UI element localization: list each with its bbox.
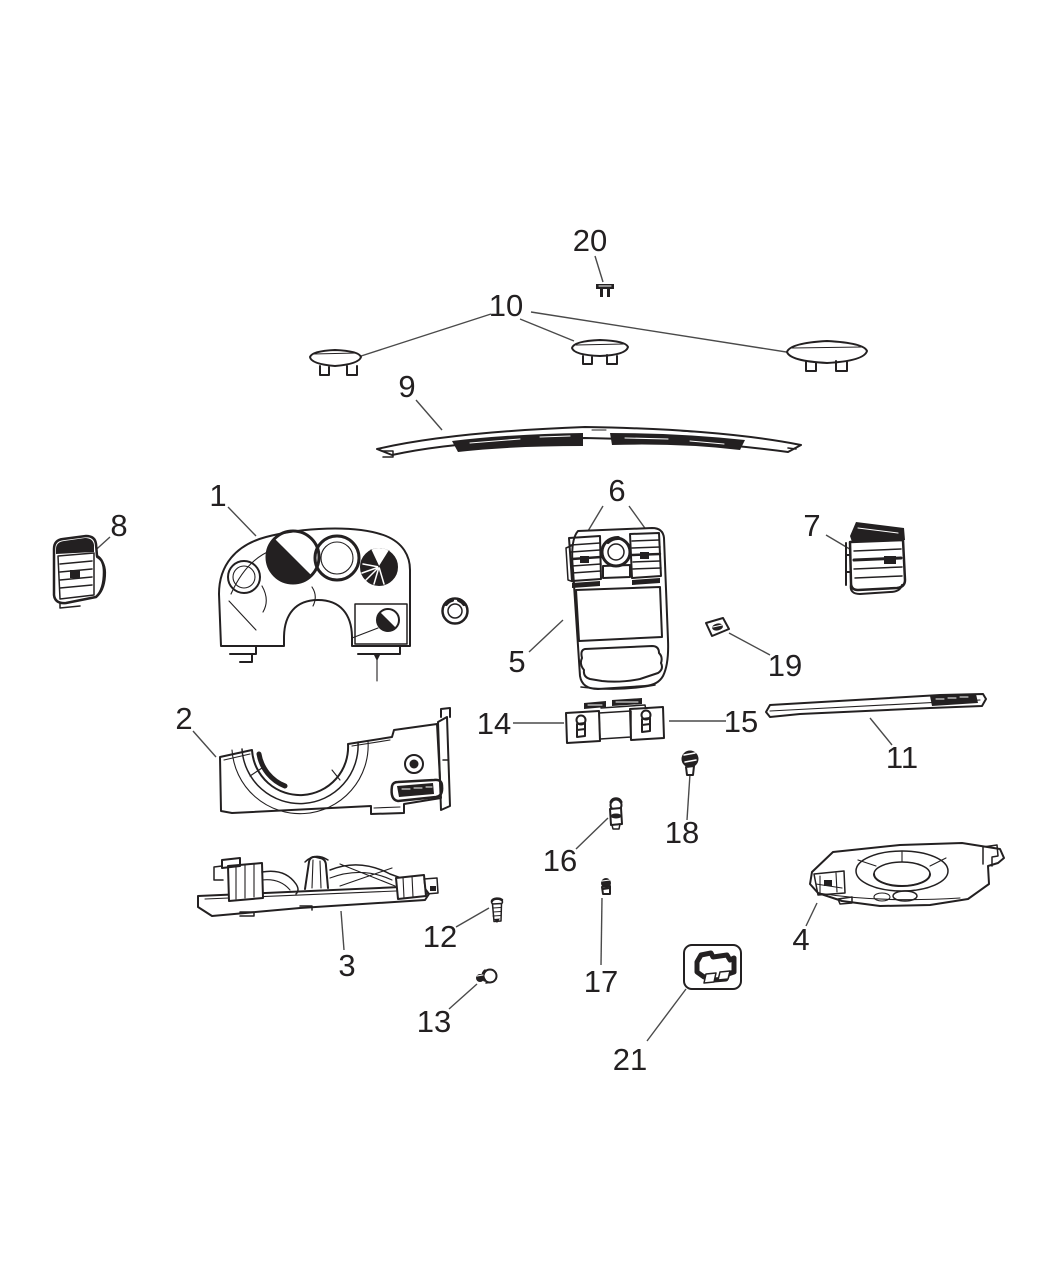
part-7-right-vent-drawing — [845, 522, 907, 595]
part-4-lower-right-trim-drawing — [809, 842, 1005, 907]
leader-19 — [728, 632, 771, 656]
part-19-clip-drawing — [705, 617, 730, 637]
callouts: 1 2 3 4 5 6 7 8 9 10 11 12 13 14 15 16 1… — [110, 223, 918, 1077]
leader-2 — [192, 730, 217, 758]
leader-10c — [530, 311, 800, 355]
leader-1 — [227, 506, 257, 537]
callout-21[interactable]: 21 — [613, 1042, 647, 1077]
leader-6b — [628, 505, 648, 532]
part-20-clip-drawing — [596, 284, 614, 297]
part-13-grommet-drawing — [476, 968, 498, 984]
leader-5 — [528, 619, 564, 653]
callout-14[interactable]: 14 — [477, 706, 511, 741]
leader-13 — [448, 983, 478, 1010]
leader-9 — [415, 399, 443, 431]
part-8-left-vent-drawing — [52, 534, 107, 609]
leader-4 — [805, 902, 818, 927]
leader-3 — [340, 910, 345, 951]
callout-15[interactable]: 15 — [724, 704, 758, 739]
leader-lines — [88, 255, 893, 1042]
callout-8[interactable]: 8 — [110, 508, 127, 543]
leader-10a — [357, 313, 492, 358]
part-6-vents-drawing — [568, 532, 662, 582]
part-9-defroster-grille-drawing — [376, 426, 802, 458]
callout-19[interactable]: 19 — [768, 648, 802, 683]
part-14-15-bracket-drawing — [565, 698, 665, 744]
callout-4[interactable]: 4 — [792, 922, 809, 957]
part-21-bezel-drawing — [683, 944, 742, 990]
callout-2[interactable]: 2 — [175, 701, 192, 736]
callout-6[interactable]: 6 — [608, 473, 625, 508]
part-16-pin-drawing — [609, 797, 623, 830]
callout-7[interactable]: 7 — [803, 508, 820, 543]
leader-21 — [646, 988, 687, 1042]
callout-1[interactable]: 1 — [209, 478, 226, 513]
leader-10b — [519, 318, 575, 342]
callout-3[interactable]: 3 — [338, 948, 355, 983]
callout-9[interactable]: 9 — [398, 369, 415, 404]
callout-12[interactable]: 12 — [423, 919, 457, 954]
leader-20 — [594, 255, 604, 283]
callout-18[interactable]: 18 — [665, 815, 699, 850]
part-12-screw-drawing — [490, 897, 504, 923]
callout-13[interactable]: 13 — [417, 1004, 451, 1039]
callout-5[interactable]: 5 — [508, 644, 525, 679]
part-10-covers-drawing — [309, 339, 868, 376]
part-2-column-cover-drawing — [219, 707, 451, 815]
leader-16 — [575, 817, 609, 850]
part-5-center-bezel-drawing — [565, 527, 670, 690]
part-18-pushpin-drawing — [681, 750, 699, 776]
leader-11 — [869, 717, 893, 746]
callout-17[interactable]: 17 — [584, 964, 618, 999]
part-3-knee-bolster-drawing — [197, 855, 439, 917]
callout-20[interactable]: 20 — [573, 223, 607, 258]
leader-6a — [587, 505, 604, 532]
callout-10[interactable]: 10 — [489, 288, 523, 323]
part-1-cluster-bezel-drawing — [218, 527, 411, 682]
leader-17 — [600, 897, 603, 966]
leader-12 — [455, 907, 490, 928]
leader-18 — [686, 773, 691, 821]
leader-7 — [825, 534, 854, 552]
part-11-trim-strip-drawing — [765, 693, 987, 718]
callout-16[interactable]: 16 — [543, 843, 577, 878]
ring-trim-drawing — [441, 597, 469, 625]
part-17-clip-drawing — [601, 878, 611, 895]
callout-11[interactable]: 11 — [886, 740, 918, 775]
